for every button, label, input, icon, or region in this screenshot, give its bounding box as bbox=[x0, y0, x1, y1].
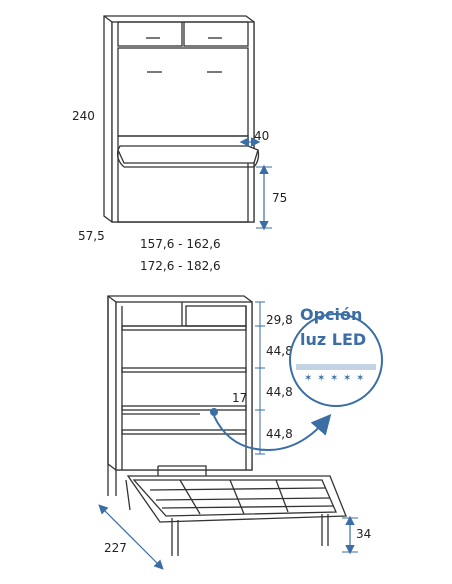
dim-1: 29,8 bbox=[266, 313, 293, 327]
led-marker bbox=[210, 408, 218, 416]
depth-label: 57,5 bbox=[78, 229, 105, 243]
led-zoom-circle bbox=[289, 313, 383, 407]
dim-3: 44,8 bbox=[266, 385, 293, 399]
top-dimensions: 240 57,5 40 75 157,6 - 162,6 172,6 - 182… bbox=[72, 109, 287, 273]
svg-text:✶: ✶ bbox=[356, 373, 364, 384]
width-label-1: 157,6 - 162,6 bbox=[140, 237, 221, 251]
led-strip: ✶ ✶ ✶ ✶ ✶ bbox=[304, 373, 364, 384]
bottom-dimensions: 29,8 44,8 44,8 44,8 17 227 34 bbox=[98, 301, 371, 570]
side-label: 17 bbox=[232, 391, 247, 405]
callout-arrow bbox=[213, 413, 332, 452]
led-title-1: Opción bbox=[300, 305, 362, 324]
width-label-2: 172,6 - 182,6 bbox=[140, 259, 221, 273]
table-height-label: 75 bbox=[272, 191, 287, 205]
svg-text:✶: ✶ bbox=[317, 373, 325, 384]
svg-text:✶: ✶ bbox=[304, 373, 312, 384]
shelf-label: 40 bbox=[254, 129, 269, 143]
height-label: 240 bbox=[72, 109, 95, 123]
dim-4: 44,8 bbox=[266, 427, 293, 441]
open-cabinet bbox=[107, 295, 347, 556]
dim-2: 44,8 bbox=[266, 344, 293, 358]
svg-text:✶: ✶ bbox=[343, 373, 351, 384]
led-title-2: luz LED bbox=[300, 330, 366, 349]
svg-text:✶: ✶ bbox=[330, 373, 338, 384]
leg-height-label: 34 bbox=[356, 527, 371, 541]
closed-cabinet bbox=[103, 15, 260, 223]
length-label: 227 bbox=[104, 541, 127, 555]
led-callout: Opción luz LED ✶ ✶ ✶ ✶ ✶ bbox=[210, 305, 383, 452]
